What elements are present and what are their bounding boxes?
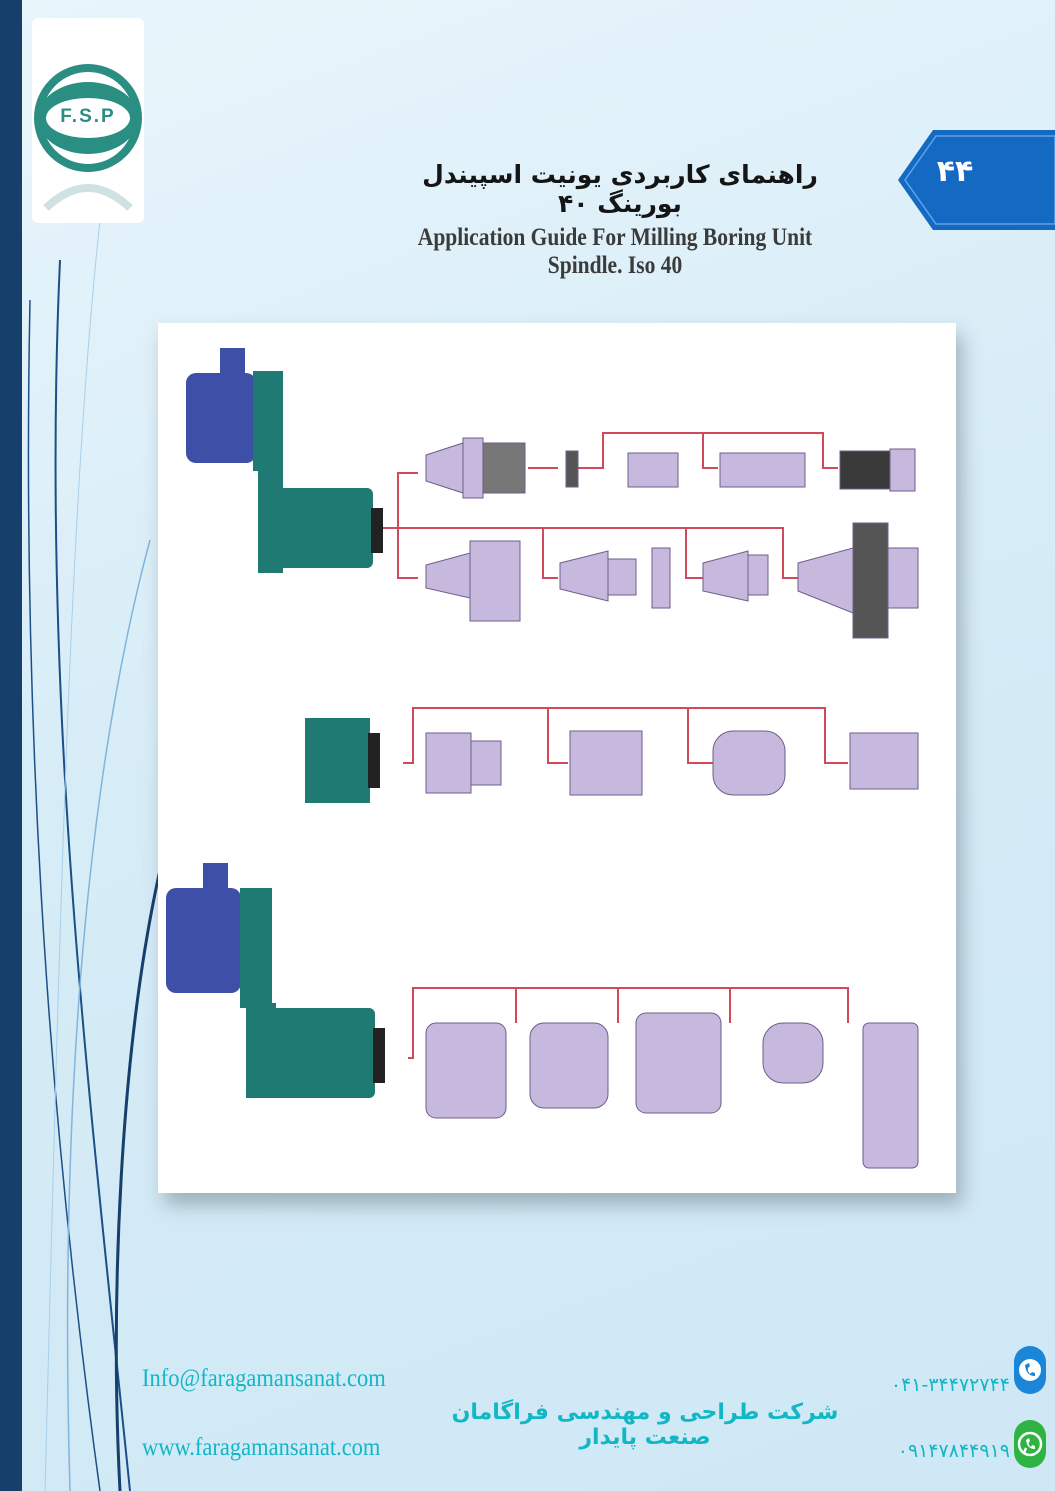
decorative-lines xyxy=(27,219,162,1491)
page-number-tab xyxy=(898,130,1055,230)
tool-row-4 xyxy=(425,1012,919,1169)
tool-row-1 xyxy=(425,437,916,499)
contact-website[interactable]: www.faragamansanat.com xyxy=(142,1434,381,1461)
company-logo: F.S.P xyxy=(32,18,144,223)
title-persian: راهنمای کاربردی یونیت اسپیندل بورینگ ۴۰ xyxy=(422,160,818,218)
left-accent-bar xyxy=(0,0,22,1491)
boring-unit-motor-1 xyxy=(186,348,383,573)
whatsapp-icon xyxy=(1014,1420,1046,1468)
boring-unit-motor-2 xyxy=(166,863,385,1098)
contact-email[interactable]: Info@faragamansanat.com xyxy=(142,1365,386,1392)
title-english: Application Guide For Milling Boring Uni… xyxy=(417,224,813,279)
page-number: ۴۴ xyxy=(936,154,974,189)
phone-icon xyxy=(1014,1346,1046,1394)
company-name: شرکت طراحی و مهندسی فراگامان صنعت پایدار xyxy=(451,1400,839,1450)
contact-mobile[interactable]: ۰۹۱۴۷۸۴۴۹۱۹ xyxy=(897,1440,1010,1462)
spindle-head-2 xyxy=(305,718,380,803)
connector-lines xyxy=(383,432,849,1059)
spindle-tools-diagram xyxy=(166,348,919,1169)
tool-row-2 xyxy=(425,522,919,639)
contact-phone[interactable]: ۰۴۱-۳۴۴۷۲۷۴۴ xyxy=(890,1374,1010,1396)
logo-text: F.S.P xyxy=(60,106,116,127)
application-guide-illustration xyxy=(158,323,956,1193)
logo-emblem-icon xyxy=(34,64,142,211)
tool-row-3 xyxy=(425,730,919,796)
